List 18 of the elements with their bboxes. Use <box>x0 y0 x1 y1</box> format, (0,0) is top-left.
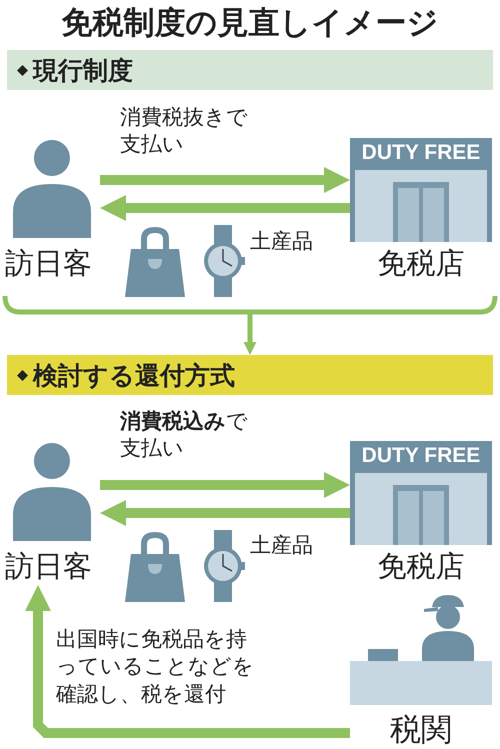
person-label: 訪日客 <box>5 245 92 282</box>
arrow <box>25 585 350 738</box>
person-label: 訪日客 <box>5 548 92 585</box>
section-band <box>7 355 493 395</box>
title: 免税制度の見直しイメージ <box>60 4 440 43</box>
store-label: 免税店 <box>376 245 466 282</box>
customs-label: 税関 <box>389 711 453 749</box>
section-heading: 現行制度 <box>33 55 133 87</box>
sign-text: DUTY FREE <box>360 444 482 468</box>
store-label: 免税店 <box>376 548 466 585</box>
section-band <box>7 50 493 90</box>
arrow <box>100 500 350 526</box>
arrow <box>100 167 350 193</box>
section-heading: 検討する還付方式 <box>33 360 235 392</box>
sign-text: DUTY FREE <box>360 141 482 165</box>
arrow <box>100 472 350 498</box>
arrow <box>100 195 350 221</box>
bracket-arrow <box>2 294 498 355</box>
